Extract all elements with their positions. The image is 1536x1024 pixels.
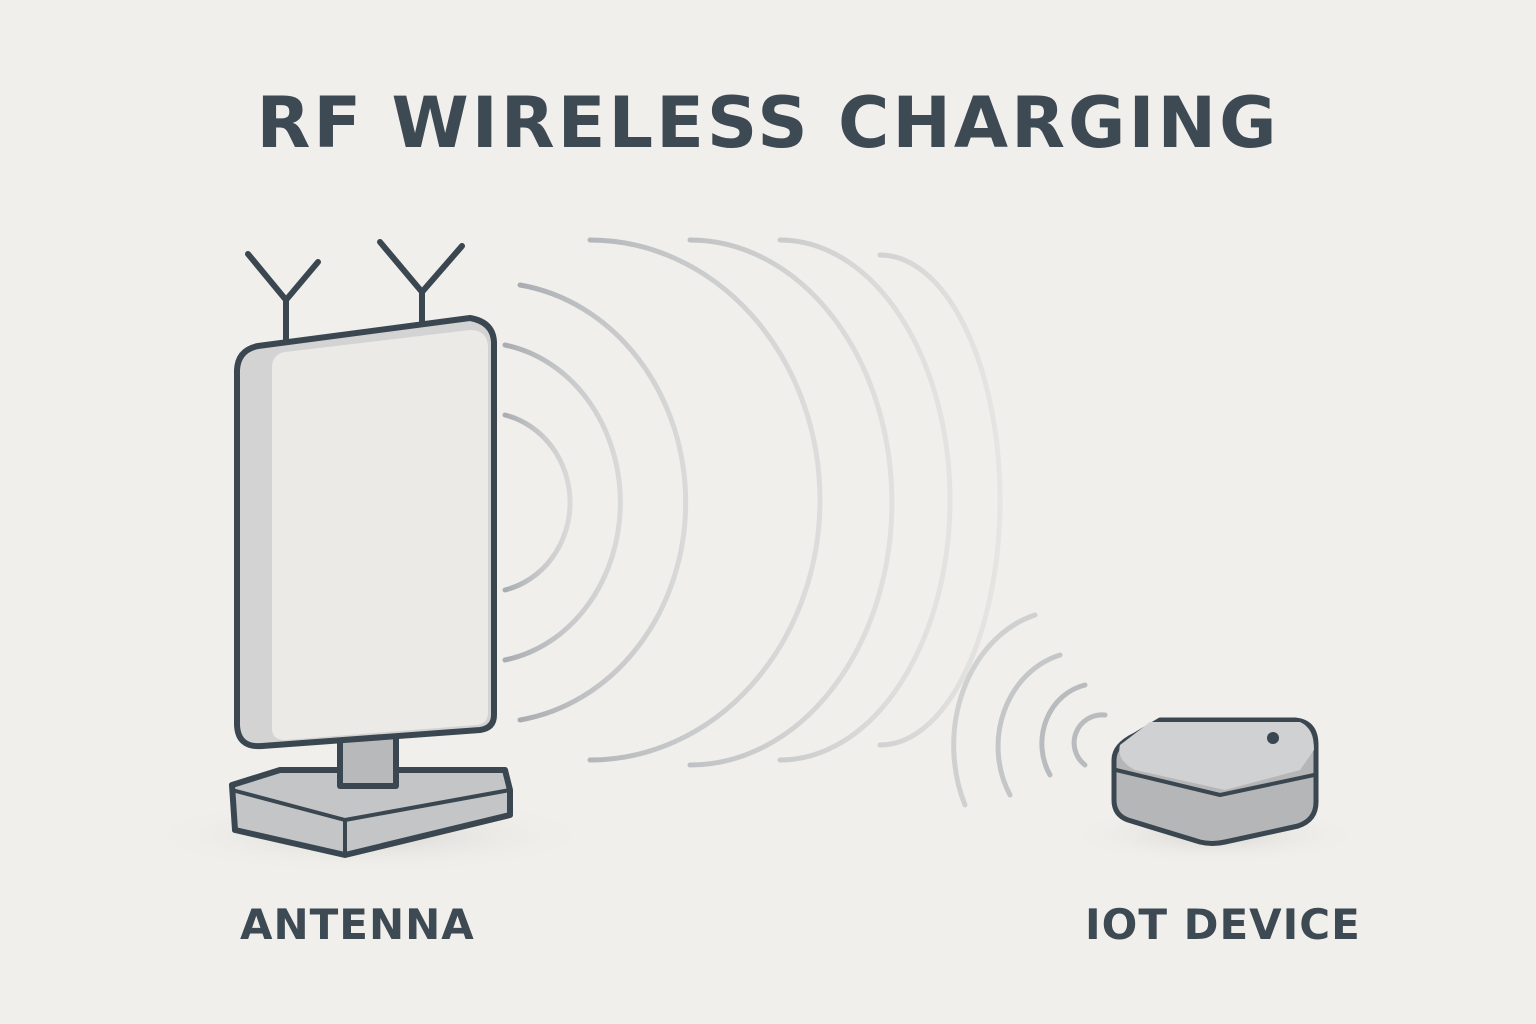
device-wave-1 [1071,712,1108,768]
wave-6 [777,237,953,763]
wave-3 [517,282,689,723]
diagram-title: RF WIRELESS CHARGING [256,82,1280,164]
antenna-rod-right [377,239,465,325]
device-wave-3 [995,652,1063,798]
iot-device-icon [1111,717,1319,846]
antenna-rod-left [245,251,321,343]
device-wave-4 [951,612,1038,808]
iot-device-label: IOT DEVICE [1085,900,1361,949]
wave-7 [877,252,1003,748]
antenna-base [229,767,513,858]
wave-2 [502,342,623,663]
antenna-label: ANTENNA [240,900,475,949]
wave-4 [587,237,823,763]
status-led-icon [1267,732,1279,744]
antenna-panel-face [272,330,488,740]
device-waves [951,612,1108,808]
wave-5 [687,237,895,768]
antenna-waves [502,237,1003,768]
antenna-icon [229,239,513,858]
wave-1 [502,412,573,593]
device-wave-2 [1039,682,1088,778]
